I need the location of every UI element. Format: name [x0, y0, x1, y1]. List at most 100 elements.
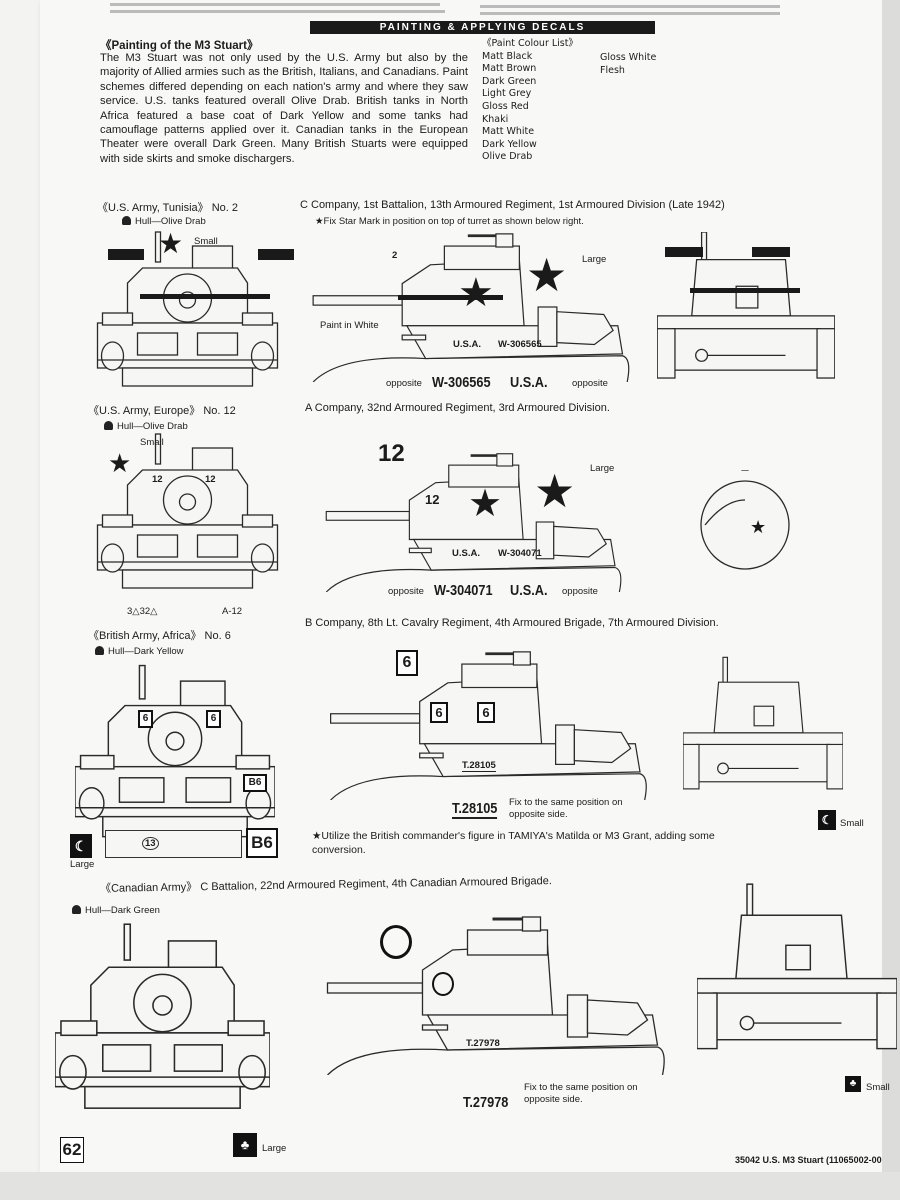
star-decal: ★	[158, 228, 184, 259]
paint-item: Matt Black	[482, 50, 533, 62]
section-banner: PAINTING & APPLYING DECALS	[310, 21, 655, 34]
scheme-1-unit: C Company, 1st Battalion, 13th Armoured …	[300, 199, 725, 211]
number-decal: 6	[138, 710, 153, 728]
code-decal-large: B6	[246, 828, 278, 858]
large-label: Large	[70, 859, 95, 870]
serial-decal: T.27978	[463, 1094, 509, 1111]
serial-marking: T.28105	[462, 760, 496, 772]
tank-front-view	[75, 660, 275, 840]
paint-pot-icon	[72, 905, 81, 914]
usa-decal: U.S.A.	[510, 582, 548, 599]
paint-list-title: 《Paint Colour List》	[482, 38, 578, 49]
maple-leaf-icon: ♣	[845, 1076, 861, 1092]
serial-marking: W-304071	[498, 548, 542, 559]
number-decal: 62	[60, 1137, 84, 1163]
paint-item: Matt Brown	[482, 63, 537, 75]
paint-item: Dark Green	[482, 75, 537, 87]
tank-rear-view	[683, 650, 843, 798]
bar-decal	[752, 247, 790, 257]
paint-item: Khaki	[482, 113, 509, 125]
scheme-3-unit: B Company, 8th Lt. Cavalry Regiment, 4th…	[305, 617, 719, 629]
tank-rear-view	[697, 880, 897, 1055]
circle-decal	[432, 972, 454, 996]
turret-number: 12	[425, 492, 440, 507]
paint-list: 《Paint Colour List》 Matt Black Matt Brow…	[482, 38, 578, 164]
small-label: Small	[840, 818, 864, 829]
small-label: Small	[140, 437, 164, 448]
usa-marking: U.S.A.	[453, 339, 481, 350]
scheme-4-hull: Hull—Dark Green	[72, 905, 160, 916]
scheme-2-unit: A Company, 32nd Armoured Regiment, 3rd A…	[305, 402, 610, 414]
turret-number: 12	[152, 474, 163, 485]
faint-text-line	[480, 12, 780, 15]
number-decal: 6	[430, 702, 448, 723]
tank-front-view	[55, 915, 270, 1115]
paint-pot-icon	[104, 421, 113, 430]
bar-decal	[258, 249, 294, 260]
star-decal: ★	[458, 271, 494, 315]
footer-product-code: 35042 U.S. M3 Stuart (11065002-00	[735, 1155, 882, 1165]
serial-marking: T.27978	[466, 1038, 500, 1049]
hull-color-label: Hull—Olive Drab	[117, 421, 188, 432]
fix-note: Fix to the same position on opposite sid…	[524, 1082, 638, 1105]
scheme-1-title: 《U.S. Army, Tunisia》 No. 2	[97, 202, 239, 214]
scheme-2-title: 《U.S. Army, Europe》 No. 12	[88, 405, 236, 417]
opposite-label: opposite	[388, 586, 424, 597]
faint-text-line	[480, 5, 780, 8]
large-label: Large	[582, 254, 607, 265]
fix-note: Fix to the same position on opposite sid…	[509, 797, 623, 820]
paint-item: Flesh	[600, 64, 625, 76]
jerboa-emblem-icon: ☾	[70, 834, 92, 858]
faint-text-line	[110, 10, 445, 13]
paint-pot-icon	[122, 216, 131, 225]
circle-decal	[380, 925, 412, 959]
paint-item: Olive Drab	[482, 151, 533, 163]
opposite-label: opposite	[572, 378, 608, 389]
stripe-decal	[690, 288, 800, 293]
maple-leaf-icon: ♣	[233, 1133, 257, 1157]
stripe-decal	[140, 294, 270, 299]
scheme-3-hull: Hull—Dark Yellow	[95, 646, 184, 657]
paint-item: Light Grey	[482, 88, 532, 100]
commander-note: ★Utilize the British commander's figure …	[312, 830, 715, 856]
hull-color-label: Hull—Dark Green	[85, 905, 160, 916]
star-decal: ★	[468, 483, 503, 525]
small-label: Small	[866, 1082, 890, 1093]
scheme-1-hull: Hull—Olive Drab	[122, 216, 206, 227]
jerboa-emblem-icon: ☾	[818, 810, 836, 830]
intro-paragraph: The M3 Stuart was not only used by the U…	[100, 52, 468, 165]
turret-number-decal: 12	[378, 440, 405, 467]
bar-decal	[108, 249, 144, 260]
scheme-2-hull: Hull—Olive Drab	[104, 421, 188, 432]
paint-item: Gloss Red	[482, 100, 529, 112]
turret-number: 12	[205, 474, 216, 485]
serial-decal: W-304071	[434, 582, 493, 599]
star-decal-large: ★	[534, 465, 576, 517]
turret-number: 2	[392, 250, 398, 261]
star-decal: ★	[108, 448, 132, 478]
bar-decal	[665, 247, 703, 257]
table-surface	[0, 1172, 900, 1200]
serial-marking: W-306565	[498, 339, 542, 350]
usa-decal: U.S.A.	[510, 374, 548, 391]
hull-color-label: Hull—Olive Drab	[135, 216, 206, 227]
number-decal: 6	[206, 710, 221, 728]
star-decal-large: ★	[526, 249, 568, 301]
number-decal-large: 6	[396, 650, 418, 676]
serial-decal: W-306565	[432, 374, 491, 391]
star-decal: ★	[750, 517, 767, 537]
turret-top-view	[695, 470, 795, 570]
usa-marking: U.S.A.	[452, 548, 480, 559]
serial-decal: T.28105	[452, 800, 498, 819]
large-label: Large	[262, 1143, 287, 1154]
paint-item: Gloss White	[600, 52, 657, 63]
opposite-label: opposite	[386, 378, 422, 389]
opposite-label: opposite	[562, 586, 598, 597]
scheme-1-note: ★Fix Star Mark in position on top of tur…	[315, 216, 584, 227]
large-label: Large	[590, 463, 615, 474]
page-edge	[882, 0, 900, 1200]
paint-pot-icon	[95, 646, 104, 655]
stripe-decal	[398, 295, 503, 300]
paint-list-col2: Gloss White Flesh	[600, 52, 656, 77]
faint-text-line	[110, 3, 440, 6]
